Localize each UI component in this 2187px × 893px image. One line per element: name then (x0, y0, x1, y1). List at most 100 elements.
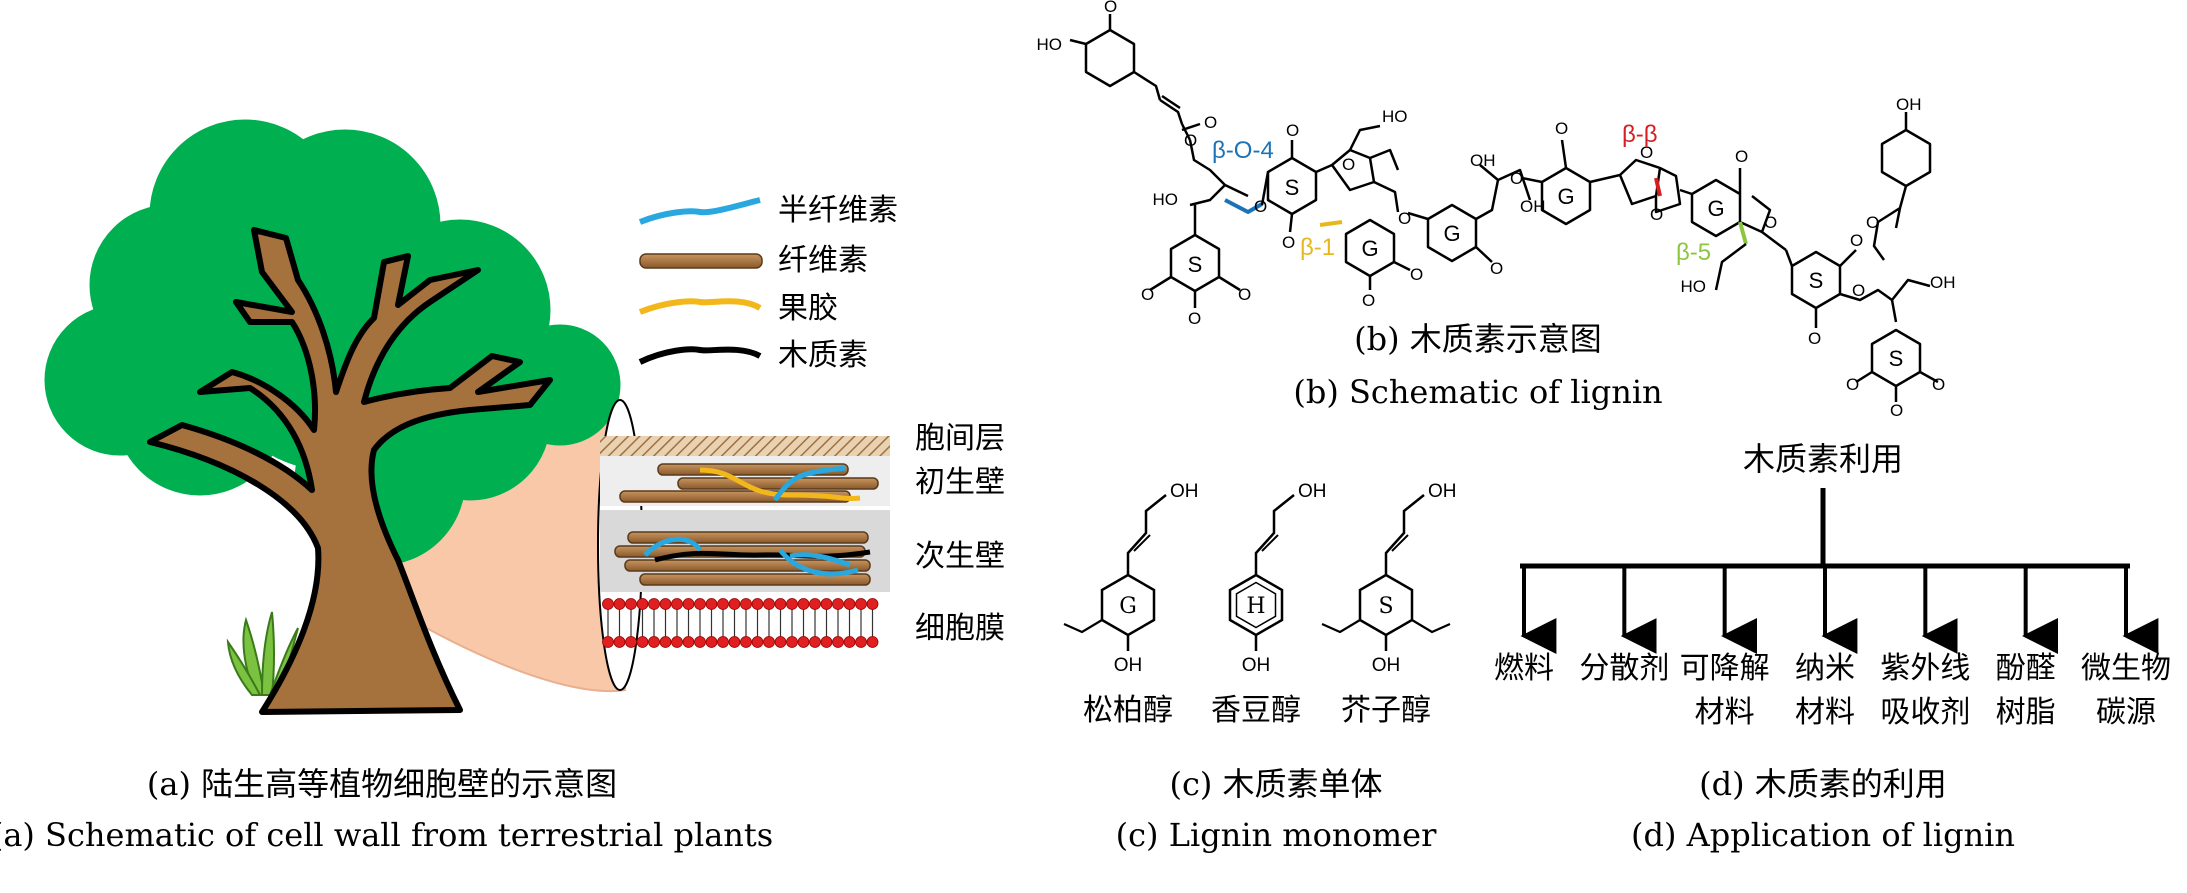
legend-cellulose-swatch (639, 253, 763, 269)
lipid-head-outer (694, 598, 706, 610)
lignin-atoms: O HO O O HO O O O O O O O HO O O O OH OH… (1037, 0, 1956, 420)
primary-pectin (699, 467, 861, 501)
utilization-item-line1: 酚醛 (1996, 651, 2056, 686)
lipid-head-inner (786, 636, 798, 648)
atom-o-19: O (1735, 147, 1748, 166)
cell-membrane (602, 598, 879, 648)
utilization-item-line2: 材料 (1795, 695, 1855, 730)
lipid-head-outer (751, 598, 764, 610)
ring-label-g-4: G (1707, 196, 1724, 221)
lipid-head-outer (763, 598, 775, 610)
ring-label-g-1: G (1361, 236, 1378, 261)
monomer-double-bond (1133, 534, 1151, 552)
monomer-oh-para: OH (1372, 655, 1401, 676)
beta-o-4-bond (1224, 198, 1263, 214)
monomer-name: 松柏醇 (1083, 693, 1173, 728)
utilization-item-line1: 可降解 (1680, 651, 1770, 686)
lipid-head-inner (728, 636, 741, 648)
lipid-head-outer (774, 598, 787, 610)
atom-oh-3: OH (1930, 273, 1956, 292)
atom-o-14: O (1490, 259, 1503, 278)
atom-o-17: O (1640, 143, 1653, 162)
tree-trunk (147, 227, 553, 715)
atom-o-16: O (1555, 119, 1568, 138)
lignin-bonds (1069, 14, 1939, 402)
lipid-head-inner (809, 636, 821, 648)
lipid-head-outer (613, 598, 626, 610)
atom-o-12: O (1362, 291, 1375, 310)
lipid-head-outer (625, 598, 637, 610)
primary-hemicellulose (772, 465, 846, 502)
caption-d-en: (d) Application of lignin (1631, 816, 2015, 854)
atom-o-7: O (1188, 309, 1201, 328)
monomer-methoxy (1063, 619, 1103, 634)
layer-label-primary-wall: 初生壁 (915, 465, 1005, 500)
lipid-head-outer (636, 598, 649, 610)
lipid-head-inner (843, 636, 856, 648)
secondary-hemicellulose (643, 536, 859, 577)
lipid-head-outer (809, 598, 821, 610)
caption-a-cn: (a) 陆生高等植物细胞壁的示意图 (147, 765, 617, 803)
legend-lignin-label: 木质素 (778, 338, 868, 373)
utilization-item-line1: 分散剂 (1579, 651, 1669, 686)
atom-ho-1: HO (1037, 35, 1063, 54)
lipid-head-inner (740, 636, 752, 648)
atom-o-18: O (1650, 205, 1663, 224)
atom-o-11: O (1398, 209, 1411, 228)
caption-b-cn: (b) 木质素示意图 (1354, 320, 1602, 358)
panel-a: 半纤维素 纤维素 果胶 木质素 胞间层 初生壁 次生壁 细胞膜 (a) 陆生高等… (0, 119, 1005, 854)
lipid-head-inner (820, 636, 833, 648)
atom-o-25: O (1846, 375, 1859, 394)
atom-o-2: O (1204, 113, 1217, 132)
atom-o-3: O (1184, 131, 1197, 150)
legend: 半纤维素 纤维素 果胶 木质素 (638, 193, 898, 373)
monomer-methoxy (1321, 619, 1361, 634)
beta-5-bond (1738, 221, 1748, 245)
lipid-head-inner (648, 636, 660, 648)
ring-label-s-2: S (1285, 175, 1300, 200)
linkage-beta-beta: β-β (1622, 121, 1658, 148)
lipid-head-outer (602, 598, 614, 610)
utilization-root: 木质素利用 (1743, 440, 1903, 478)
lipid-head-inner (866, 636, 879, 648)
utilization-item-line2: 树脂 (1996, 695, 2056, 730)
caption-d-cn: (d) 木质素的利用 (1699, 765, 1947, 803)
atom-o-27: O (1890, 401, 1903, 420)
layer-label-secondary-wall: 次生壁 (915, 539, 1005, 574)
lipid-head-inner (832, 636, 844, 648)
atom-o-15: O (1510, 169, 1523, 188)
beta-1-bond (1319, 220, 1343, 227)
atom-o-9: O (1282, 233, 1295, 252)
atom-ho-4: HO (1681, 277, 1707, 296)
caption-a-en: (a) Schematic of cell wall from terrestr… (0, 816, 773, 854)
caption-b-en: (b) Schematic of lignin (1293, 373, 1662, 411)
monomer-oh-top: OH (1298, 481, 1327, 502)
lipid-head-outer (832, 598, 844, 610)
atom-o-24: O (1866, 213, 1879, 232)
monomer-ring-label: H (1246, 594, 1265, 619)
monomer-name: 芥子醇 (1341, 693, 1431, 728)
ring-label-g-3: G (1557, 184, 1574, 209)
monomer-inner-ring (1235, 581, 1277, 629)
lipid-head-inner (763, 636, 775, 648)
secondary-lignin (654, 549, 871, 563)
lipid-head-inner (659, 636, 672, 648)
utilization-item-line2: 吸收剂 (1880, 695, 1970, 730)
monomer-double-bond (1261, 534, 1279, 552)
ring-label-g-2: G (1443, 221, 1460, 246)
panel-d: 木质素利用 燃料分散剂可降解材料纳米材料紫外线吸收剂酚醛树脂微生物碳源 (d) … (1494, 440, 2171, 854)
atom-o-10: O (1342, 155, 1355, 174)
monomer-double-bond (1391, 534, 1409, 552)
legend-pectin-label: 果胶 (778, 291, 838, 326)
atom-o-20: O (1764, 213, 1777, 232)
atom-ho-3: HO (1382, 107, 1408, 126)
ring-label-s-3: S (1809, 268, 1824, 293)
utilization-item-line1: 燃料 (1494, 651, 1554, 686)
monomer-ring-label: S (1378, 594, 1393, 619)
monomer-side-chain (1384, 494, 1425, 575)
lipid-head-outer (820, 598, 833, 610)
monomer-side-chain (1126, 494, 1167, 575)
lipid-head-inner (602, 636, 614, 648)
caption-c-en: (c) Lignin monomer (1116, 816, 1437, 854)
